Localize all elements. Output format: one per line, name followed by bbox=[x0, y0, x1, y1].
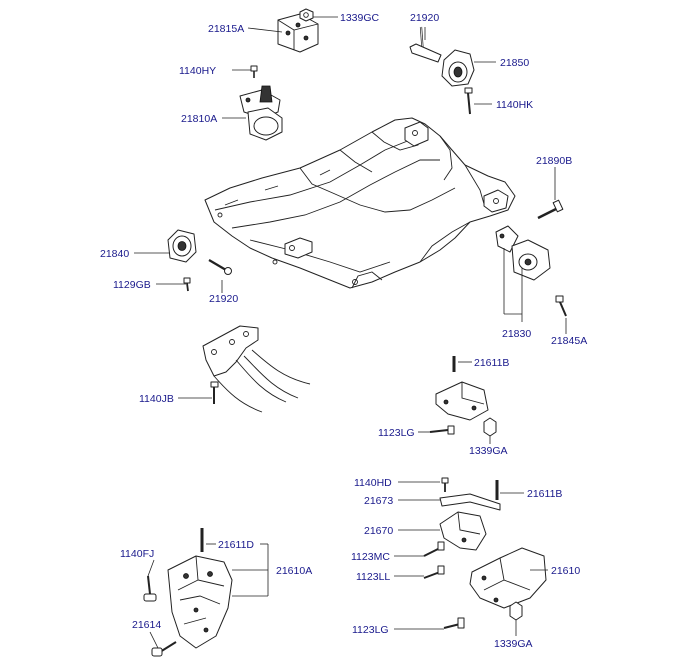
part-1123lg-bolt-mid bbox=[429, 425, 455, 435]
callout-21810a: 21810A bbox=[181, 113, 217, 125]
callout-21840: 21840 bbox=[100, 248, 129, 260]
part-21920-bolt-top bbox=[409, 26, 442, 63]
callout-21611b-mid: 21611B bbox=[474, 357, 509, 369]
callout-1123mc: 1123MC bbox=[351, 551, 390, 563]
callout-1140hk: 1140HK bbox=[496, 99, 533, 111]
callout-1339gc: 1339GC bbox=[340, 12, 380, 24]
part-1140fj-bolt bbox=[143, 575, 157, 602]
part-21614-bolt bbox=[151, 641, 177, 657]
callout-1339ga-bottom: 1339GA bbox=[494, 638, 533, 650]
part-1140hy-bolt bbox=[250, 65, 258, 78]
part-21815a-bracket bbox=[277, 13, 319, 53]
part-21850-bushing bbox=[441, 49, 475, 87]
part-1339gc-nut bbox=[299, 8, 314, 22]
callout-1129gb: 1129GB bbox=[113, 279, 151, 291]
callout-1123lg-mid: 1123LG bbox=[378, 427, 415, 439]
part-1339ga-nut-bottom bbox=[509, 601, 523, 621]
part-21890b-bolt bbox=[537, 199, 564, 220]
callout-1123ll: 1123LL bbox=[356, 571, 390, 583]
callout-21845a: 21845A bbox=[551, 335, 587, 347]
part-1123ll-bolt bbox=[423, 565, 445, 579]
part-1140jb-bolt bbox=[210, 381, 219, 404]
callout-21610a: 21610A bbox=[276, 565, 312, 577]
part-21840-left-mount bbox=[167, 229, 197, 263]
part-1123lg-bolt-bottom bbox=[443, 617, 465, 629]
callout-21611b-right: 21611B bbox=[527, 488, 562, 500]
callout-21614: 21614 bbox=[132, 619, 161, 631]
callout-labels: 21815A 1339GC 21920 21850 1140HY 1140HK … bbox=[100, 12, 587, 650]
part-1140hk-bolt bbox=[464, 87, 473, 115]
callout-21670: 21670 bbox=[364, 525, 393, 537]
callout-1140hd: 1140HD bbox=[354, 477, 392, 489]
part-1140hd-bolt bbox=[441, 477, 449, 492]
part-1339ga-nut-mid bbox=[483, 417, 497, 437]
callout-21815a: 21815A bbox=[208, 23, 244, 35]
callout-21920-left: 21920 bbox=[209, 293, 238, 305]
part-21845a-bolt bbox=[555, 295, 567, 317]
callout-1123lg-bottom: 1123LG bbox=[352, 624, 389, 636]
callout-21610: 21610 bbox=[551, 565, 580, 577]
part-21610-mount bbox=[469, 547, 547, 609]
part-1140jb-support-bracket bbox=[202, 325, 311, 413]
part-21830-mount-bracket bbox=[495, 225, 551, 281]
callout-21673: 21673 bbox=[364, 495, 393, 507]
callout-21890b: 21890B bbox=[536, 155, 572, 167]
callout-1140hy: 1140HY bbox=[179, 65, 216, 77]
part-1129gb-bolt bbox=[183, 277, 191, 292]
part-21670-bracket bbox=[439, 511, 487, 551]
callout-21611d: 21611D bbox=[218, 539, 254, 551]
part-21673-plate bbox=[439, 493, 501, 511]
part-1123mc-bolt bbox=[423, 541, 445, 557]
callout-1140fj: 1140FJ bbox=[120, 548, 154, 560]
subframe-crossmember bbox=[204, 117, 516, 289]
part-21610a-mount bbox=[167, 555, 233, 649]
callout-21850: 21850 bbox=[500, 57, 529, 69]
part-21810a-engine-mount bbox=[239, 85, 283, 141]
leader-lines bbox=[134, 16, 567, 649]
part-21920-bolt-left bbox=[208, 259, 232, 275]
callout-21830: 21830 bbox=[502, 328, 531, 340]
callout-21920-top: 21920 bbox=[410, 12, 439, 24]
callout-1140jb: 1140JB bbox=[139, 393, 174, 405]
callout-1339ga-mid: 1339GA bbox=[469, 445, 508, 457]
part-mid-bracket bbox=[435, 381, 489, 421]
